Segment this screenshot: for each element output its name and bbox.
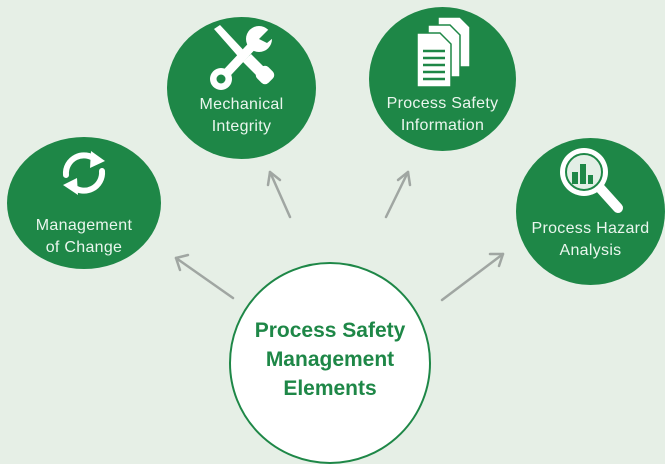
- node-label-line: Information: [400, 117, 485, 134]
- node-process-safety-information: Process Safety Information: [369, 7, 516, 151]
- arrow-to-process-hazard-analysis: [440, 252, 505, 302]
- center-title-line: Management: [265, 348, 395, 371]
- node-management-of-change: Management of Change: [7, 137, 161, 269]
- node-label-line: Management: [35, 217, 133, 234]
- node-label-line: Analysis: [559, 242, 622, 259]
- center-title: Process Safety Management Elements: [231, 316, 429, 403]
- center-circle: Process Safety Management Elements: [229, 262, 431, 464]
- refresh-arrows-icon: [54, 145, 114, 201]
- center-title-line: Process Safety: [254, 319, 406, 342]
- node-mechanical-integrity: Mechanical Integrity: [167, 17, 316, 159]
- documents-icon: [412, 15, 474, 89]
- node-label-line: of Change: [45, 239, 123, 256]
- center-title-line: Elements: [283, 377, 377, 400]
- node-label-line: Mechanical: [199, 96, 284, 113]
- wrench-screwdriver-icon: [205, 21, 279, 91]
- node-label-line: Process Hazard: [531, 220, 650, 237]
- node-label-line: Process Safety: [386, 95, 499, 112]
- arrow-to-mechanical-integrity: [266, 170, 292, 219]
- arrow-to-management-of-change: [174, 253, 235, 300]
- arrow-to-process-safety-information: [384, 170, 412, 219]
- node-process-hazard-analysis: Process Hazard Analysis: [516, 138, 665, 285]
- node-label-line: Integrity: [211, 118, 272, 135]
- magnifier-chart-icon: [552, 142, 630, 216]
